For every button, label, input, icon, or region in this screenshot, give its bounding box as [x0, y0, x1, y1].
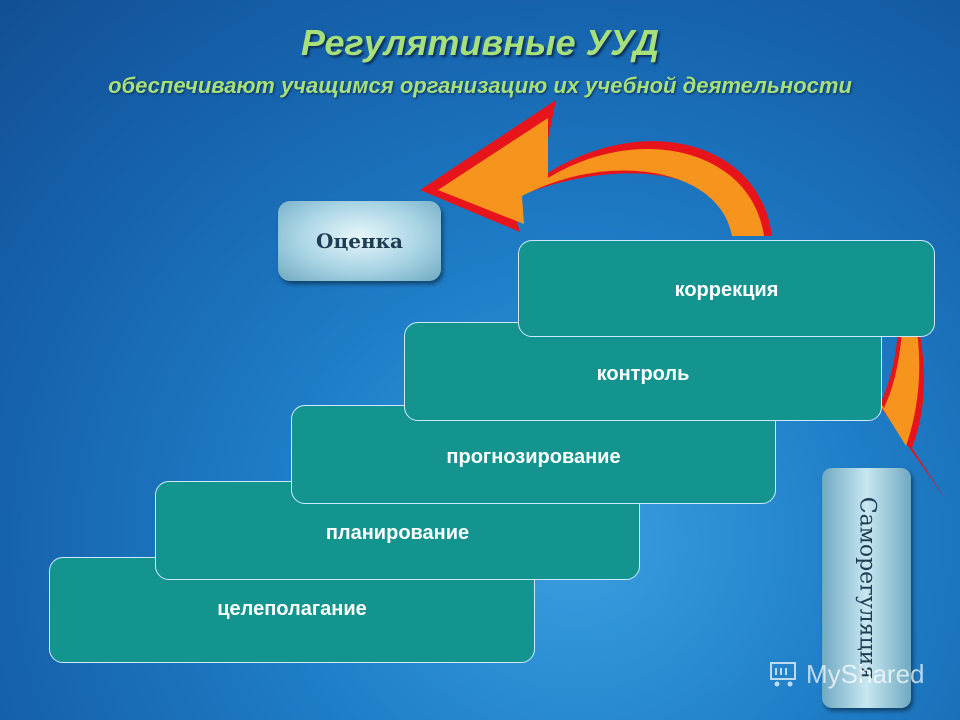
watermark-text: MyShared	[806, 658, 925, 689]
samoregulyatsiya-label: Саморегуляция	[854, 496, 879, 680]
step-label: контроль	[596, 363, 690, 385]
page-title: Регулятивные УУД	[300, 22, 660, 63]
step-label: планирование	[325, 522, 470, 544]
ocenka-label: Оценка	[316, 229, 403, 253]
page-subtitle: обеспечивают учащимся организацию их уче…	[108, 73, 852, 98]
step-label: коррекция	[674, 279, 779, 301]
curved-arrow-to-ocenka	[420, 100, 772, 236]
step-label: целеполагание	[217, 598, 367, 620]
step-korrektsiya: коррекция	[518, 240, 935, 337]
step-label: прогнозирование	[446, 446, 621, 468]
step-kontrol: контроль	[404, 322, 882, 421]
cart-icon	[770, 662, 796, 687]
ocenka-box: Оценка	[278, 201, 441, 281]
samoregulyatsiya-box: Саморегуляция	[822, 468, 911, 708]
watermark: MyShared	[768, 656, 925, 692]
step-planirovanie: планирование	[155, 481, 640, 580]
